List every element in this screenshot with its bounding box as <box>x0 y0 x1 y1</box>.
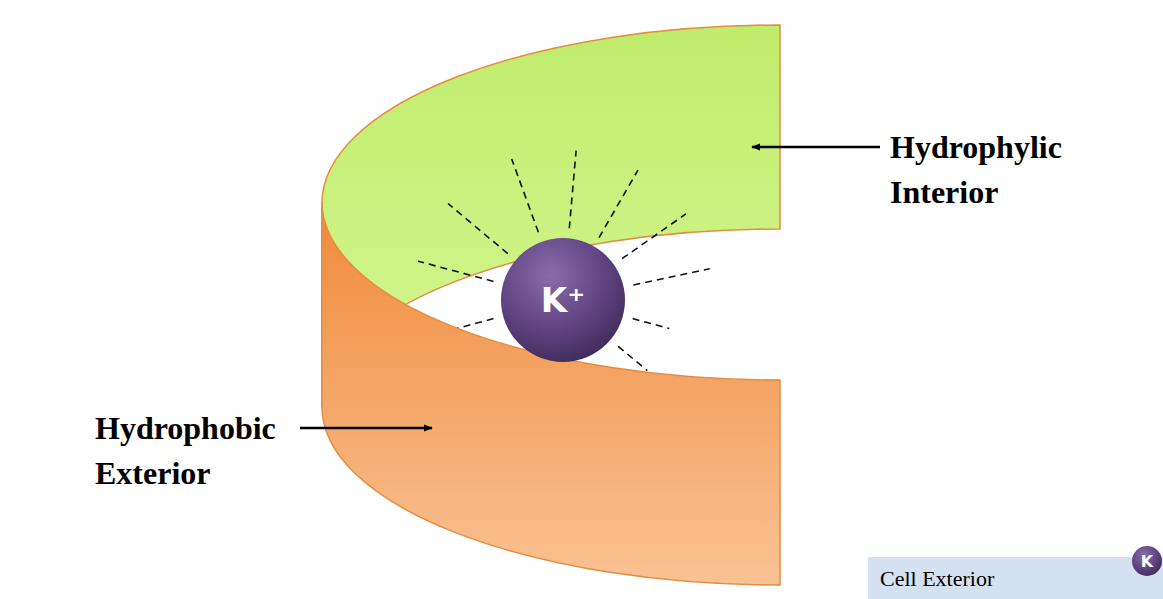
dashed-line <box>448 204 508 254</box>
pointer-arrow <box>752 146 880 149</box>
region-name: Cell Exterior <box>880 566 994 592</box>
ion-sphere-small: K <box>1132 546 1162 576</box>
sphere-fill <box>501 238 625 362</box>
region-fill <box>868 557 1163 599</box>
pointer-arrow <box>300 427 432 430</box>
hydrophobic-exterior-face <box>322 202 780 585</box>
dashed-line <box>633 319 670 329</box>
ion-symbol: K <box>1141 552 1153 571</box>
callout-label: Hydrophobic Exterior <box>95 406 325 496</box>
sphere-fill <box>1132 546 1162 576</box>
dashed-line <box>512 159 539 232</box>
dashed-line <box>618 346 647 370</box>
dashed-line <box>622 214 686 259</box>
dashed-line <box>633 269 709 285</box>
dashed-line <box>418 261 493 281</box>
region-box: Cell ExteriorK <box>868 557 1163 599</box>
dashed-line <box>457 319 494 329</box>
callout-label: Hydrophylic Interior <box>890 125 1120 215</box>
dashed-line <box>569 151 576 229</box>
ion-sphere: K⁺ <box>501 238 625 362</box>
ion-symbol: K⁺ <box>541 280 585 320</box>
dashed-line <box>599 170 638 238</box>
